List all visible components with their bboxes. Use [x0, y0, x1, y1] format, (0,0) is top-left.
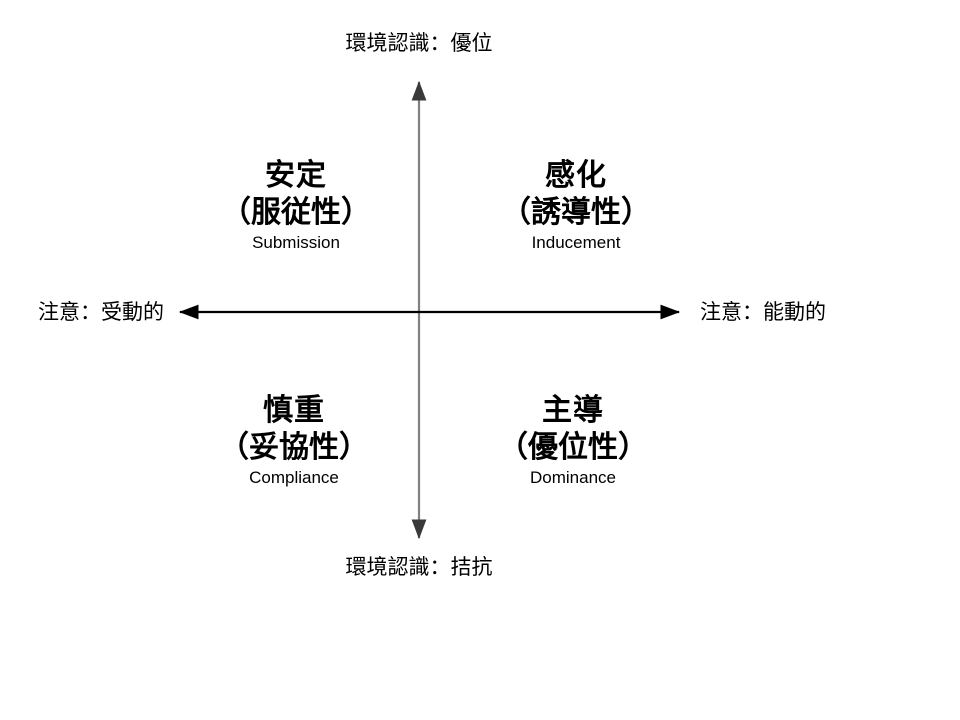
axis-label-bottom: 環境認識：拮抗 [345, 556, 493, 579]
quadrant-top-left-subtitle: （服従性） [221, 195, 371, 229]
quadrant-top-right-subtitle: （誘導性） [501, 195, 651, 229]
axis-label-right: 注意：能動的 [700, 301, 826, 324]
quadrant-top-left-english: Submission [252, 233, 340, 253]
quadrant-bottom-left: 慎重 （妥協性） Compliance [144, 393, 444, 488]
quadrant-bottom-left-title: 慎重 [263, 394, 325, 427]
axis-label-top: 環境認識：優位 [345, 32, 493, 55]
quadrant-bottom-left-english: Compliance [249, 468, 339, 488]
quadrant-top-right-english: Inducement [531, 233, 621, 253]
quadrant-top-left: 安定 （服従性） Submission [146, 158, 446, 253]
quadrant-bottom-right-english: Dominance [530, 468, 616, 488]
axis-label-left: 注意：受動的 [38, 301, 164, 324]
quadrant-top-right: 感化 （誘導性） Inducement [426, 158, 726, 253]
quadrant-bottom-right-subtitle: （優位性） [498, 430, 648, 464]
quadrant-top-left-title: 安定 [265, 159, 327, 192]
quadrant-bottom-right-title: 主導 [542, 394, 604, 427]
quadrant-bottom-left-subtitle: （妥協性） [219, 430, 369, 464]
quadrant-top-right-title: 感化 [545, 159, 607, 192]
quadrant-bottom-right: 主導 （優位性） Dominance [423, 393, 723, 488]
